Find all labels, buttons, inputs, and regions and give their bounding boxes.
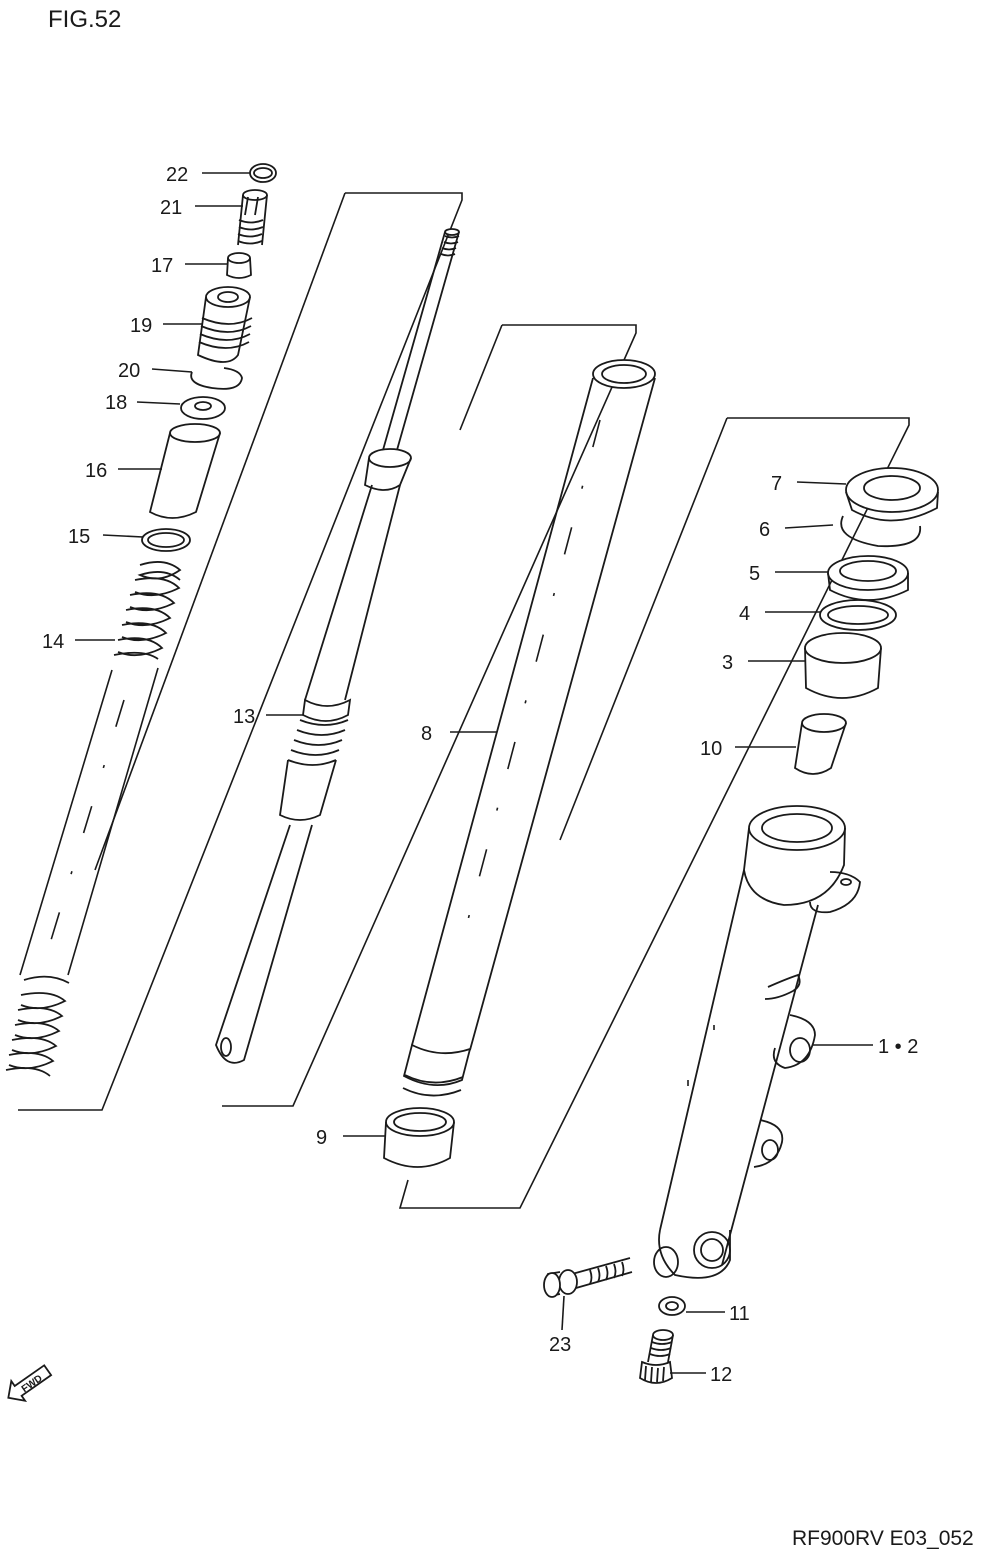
part-6-oil-seal-stopper (840, 515, 921, 548)
callout-4: 4 (739, 603, 750, 625)
part-13-damper-rod (215, 228, 460, 1064)
callout-8: 8 (421, 723, 432, 745)
part-16-spacer (148, 423, 221, 519)
callout-1-2: 1 • 2 (878, 1036, 918, 1058)
callout-20: 20 (118, 360, 140, 382)
part-3-guide-bushing (804, 632, 882, 699)
figure-title: FIG.52 (48, 6, 121, 33)
callout-23: 23 (549, 1334, 571, 1356)
group-box-inner-tube (398, 417, 910, 1209)
callout-14: 14 (42, 631, 64, 653)
part-19-fork-cap (197, 286, 253, 363)
callout-18: 18 (105, 392, 127, 414)
callout-17: 17 (151, 255, 173, 277)
leader-lines (75, 172, 873, 1374)
callout-6: 6 (759, 519, 770, 541)
callout-22: 22 (166, 164, 188, 186)
callout-16: 16 (85, 460, 107, 482)
part-12-drain-bolt (639, 1329, 674, 1384)
part-11-gasket (658, 1296, 686, 1316)
part-15-washer (141, 528, 191, 552)
part-23-damper-rod-bolt (543, 1257, 633, 1298)
part-1-2-outer-tube (653, 805, 861, 1279)
part-14-fork-spring-upper (113, 561, 182, 660)
part-22-o-ring (249, 163, 277, 183)
part-14-fork-spring-lower (5, 975, 70, 1077)
callout-10: 10 (700, 738, 722, 760)
fwd-direction-badge: FWD (7, 1364, 53, 1402)
group-box-damper-rod (222, 324, 637, 1107)
part-20-circlip (190, 367, 243, 390)
callout-labels: 22 21 17 19 20 18 16 15 14 13 8 9 7 6 5 … (42, 164, 918, 1386)
part-10-oil-lock-piece (794, 713, 847, 775)
callout-11: 11 (729, 1303, 750, 1325)
callout-19: 19 (130, 315, 152, 337)
part-14-fork-spring-body (19, 667, 159, 976)
part-5-oil-seal (827, 555, 909, 601)
callout-13: 13 (233, 706, 255, 728)
part-7-dust-seal (845, 467, 939, 522)
callout-15: 15 (68, 526, 90, 548)
figure-code: RF900RV E03_052 (792, 1527, 974, 1550)
group-box-spring (18, 192, 463, 1111)
callout-9: 9 (316, 1127, 327, 1149)
callout-12: 12 (710, 1364, 732, 1386)
callout-3: 3 (722, 652, 733, 674)
part-8-inner-tube (402, 359, 656, 1097)
part-18-washer (180, 396, 226, 420)
part-9-slide-bushing (383, 1107, 455, 1168)
callout-21: 21 (160, 197, 182, 219)
callout-7: 7 (771, 473, 782, 495)
part-21-adjuster-bolt (237, 189, 268, 246)
callout-5: 5 (749, 563, 760, 585)
part-17-collar (226, 252, 252, 279)
part-4-oil-seal-retainer (819, 599, 897, 631)
